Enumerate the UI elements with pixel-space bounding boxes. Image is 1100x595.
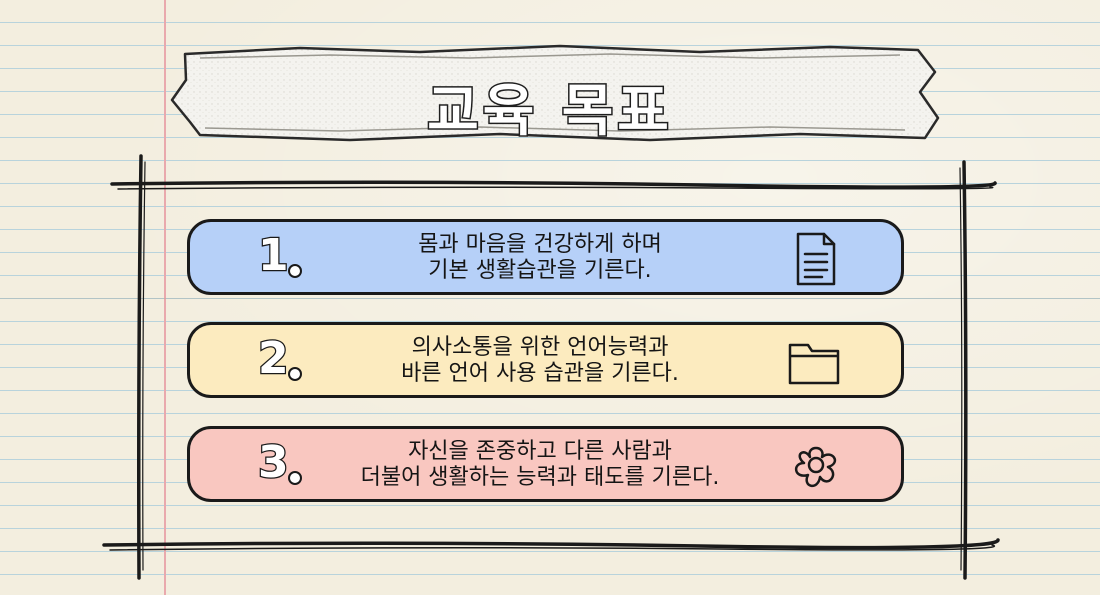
goal-number: 2 <box>257 332 290 386</box>
goal-line-2: 바른 언어 사용 습관을 기른다. <box>401 361 679 386</box>
goal-number: 1 <box>257 229 290 283</box>
goal-text: 의사소통을 위한 언어능력과 바른 언어 사용 습관을 기른다. <box>310 335 770 387</box>
page-title: 교육 목표 <box>426 78 673 146</box>
title-banner <box>170 44 940 142</box>
goal-line-1: 의사소통을 위한 언어능력과 <box>411 335 669 360</box>
goal-number: 3 <box>257 436 290 490</box>
folder-icon <box>788 343 840 385</box>
goal-text: 몸과 마음을 건강하게 하며 기본 생활습관을 기른다. <box>310 232 770 284</box>
goal-line-1: 몸과 마음을 건강하게 하며 <box>418 232 662 257</box>
goal-text: 자신을 존중하고 다른 사람과 더불어 생활하는 능력과 태도를 기른다. <box>310 439 770 491</box>
notebook-margin-line <box>164 0 166 595</box>
flower-icon <box>795 446 837 487</box>
goal-line-2: 더불어 생활하는 능력과 태도를 기른다. <box>360 465 720 490</box>
goal-card-1: 1 몸과 마음을 건강하게 하며 기본 생활습관을 기른다. <box>187 219 904 295</box>
document-icon <box>796 232 836 286</box>
goal-card-2: 2 의사소통을 위한 언어능력과 바른 언어 사용 습관을 기른다. <box>187 322 904 398</box>
paper-crease <box>0 298 1100 299</box>
number-dot <box>288 367 302 381</box>
goal-line-2: 기본 생활습관을 기른다. <box>428 258 652 283</box>
goal-line-1: 자신을 존중하고 다른 사람과 <box>408 439 672 464</box>
number-dot <box>288 471 302 485</box>
goal-card-3: 3 자신을 존중하고 다른 사람과 더불어 생활하는 능력과 태도를 기른다. <box>187 426 904 502</box>
number-dot <box>288 264 302 278</box>
